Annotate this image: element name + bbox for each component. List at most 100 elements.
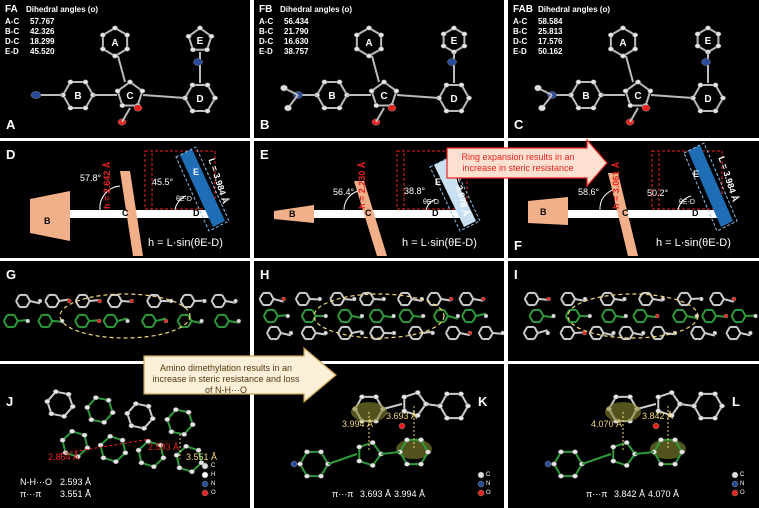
bond — [294, 298, 301, 306]
ring-atom — [113, 459, 119, 465]
height-box — [144, 150, 216, 210]
bond — [117, 317, 128, 322]
row-value: 25.813 — [538, 27, 563, 36]
bond — [224, 320, 230, 328]
bond — [599, 298, 605, 306]
bond — [740, 332, 751, 337]
bond — [25, 294, 31, 302]
ring-atom — [373, 394, 379, 400]
panel-label: I — [514, 267, 518, 282]
bond — [375, 107, 385, 123]
bond — [523, 292, 530, 300]
ring-c-label: C — [634, 91, 641, 102]
atom — [381, 296, 387, 302]
bond — [106, 300, 113, 308]
ring-c-slab — [354, 181, 387, 256]
ring-atom — [694, 31, 701, 37]
distance-label: 2.593 Å — [148, 442, 180, 452]
summary-value: 4.070 Å — [648, 489, 680, 499]
atom — [551, 313, 556, 319]
ring-atom — [679, 449, 685, 455]
bond — [224, 314, 230, 322]
bond — [213, 314, 220, 322]
bond — [25, 300, 31, 308]
bond — [625, 55, 634, 83]
ring-atom — [100, 455, 107, 461]
bond — [221, 294, 227, 302]
ring-atom — [623, 462, 630, 468]
methyl-atom — [538, 104, 546, 112]
bond — [725, 332, 731, 340]
ring-atom — [715, 31, 722, 37]
ring-atom — [354, 46, 360, 52]
ring-atom — [443, 108, 450, 114]
bond — [210, 300, 216, 308]
bond — [690, 326, 696, 334]
legend-dot — [731, 471, 739, 479]
ring-atom — [48, 411, 55, 417]
ring-e-slab — [180, 149, 225, 227]
bond — [273, 298, 284, 303]
bond — [337, 326, 343, 334]
schematic — [528, 142, 738, 256]
legend-o: O — [486, 490, 491, 496]
bond — [599, 326, 605, 334]
ring-atom — [632, 46, 638, 52]
bond — [258, 298, 264, 306]
bond — [534, 298, 540, 306]
bond — [269, 292, 275, 300]
ring-atom — [404, 461, 410, 467]
ring-d-label: D — [450, 94, 457, 105]
ring-atom — [88, 417, 95, 423]
bond — [682, 315, 688, 323]
ring-atom — [551, 461, 557, 467]
atom — [455, 313, 461, 319]
bond — [146, 300, 152, 308]
bond — [225, 300, 236, 304]
bond — [47, 314, 54, 322]
angle-ac: 58.6° — [578, 187, 600, 197]
ring-atom — [160, 455, 167, 461]
bond — [648, 292, 654, 300]
atom — [317, 296, 323, 302]
ring-atom — [378, 32, 384, 38]
bond — [136, 90, 144, 106]
bond — [633, 332, 644, 337]
ring-atom — [127, 79, 133, 85]
atom — [731, 296, 737, 302]
row-key: D-C — [5, 37, 20, 46]
bond — [44, 300, 50, 308]
bond — [426, 292, 432, 300]
bond — [74, 314, 80, 322]
bond — [176, 320, 182, 328]
ring-atom — [189, 108, 196, 114]
legend-o: O — [211, 490, 216, 496]
bond — [379, 326, 385, 334]
atom — [236, 318, 242, 324]
legend-dot — [731, 489, 739, 497]
bond — [534, 292, 540, 300]
ring-atom — [466, 95, 472, 101]
atom — [483, 313, 489, 319]
bond — [117, 294, 123, 302]
bond — [533, 332, 539, 340]
ring-atom — [67, 105, 74, 111]
angle-ac: 57.8° — [80, 173, 102, 183]
bond — [156, 300, 162, 308]
ring-atom — [368, 88, 375, 94]
bond — [369, 298, 375, 306]
bond — [468, 292, 475, 300]
height-label: h = 2.230 Å — [357, 161, 367, 209]
nitrogen-atom — [544, 460, 552, 468]
bond — [276, 332, 282, 340]
bond — [644, 90, 652, 106]
ring-atom — [572, 473, 578, 479]
summary-key: π···π — [20, 489, 42, 499]
bond — [29, 300, 41, 305]
bond — [447, 315, 459, 320]
ring-atom — [635, 79, 641, 85]
bond — [458, 298, 464, 306]
bond — [741, 309, 747, 317]
bond — [151, 320, 157, 328]
